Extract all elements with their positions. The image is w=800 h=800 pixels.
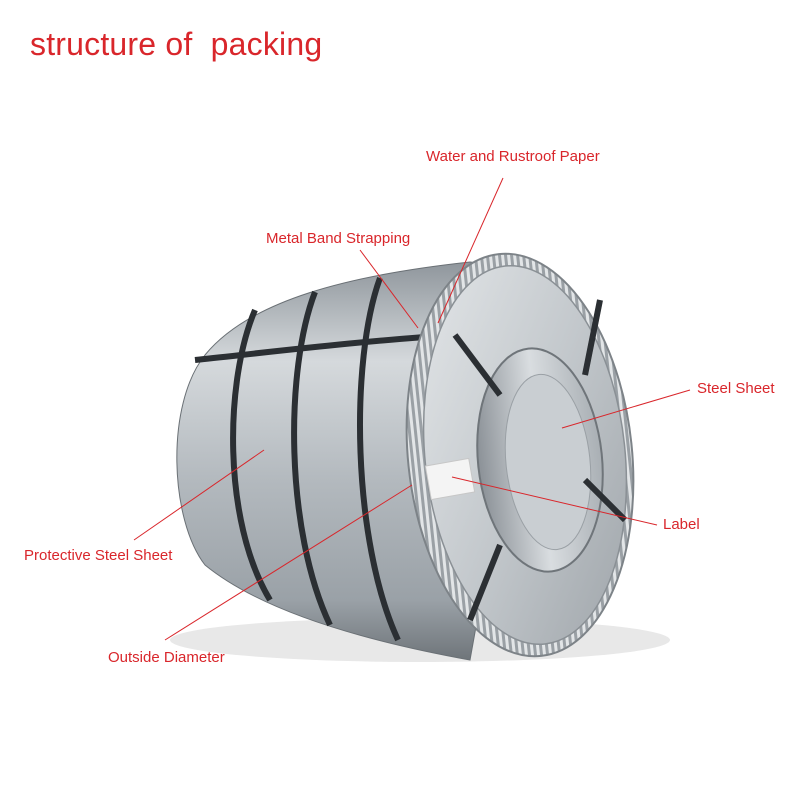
leader-label	[451, 476, 658, 526]
callout-steel-sheet: Steel Sheet	[697, 380, 775, 397]
callout-label: Label	[663, 516, 700, 533]
leader-water-paper	[437, 177, 504, 324]
callout-water-rustroof-paper: Water and Rustroof Paper	[426, 148, 600, 165]
label-sticker	[424, 457, 476, 501]
metal-band-strap	[357, 276, 401, 642]
leader-protective-sheet	[133, 449, 265, 541]
metal-band-strap	[452, 333, 503, 397]
metal-band-strap	[582, 477, 628, 523]
diagram-title: structure of packing	[30, 26, 323, 62]
steel-sheet-inner	[504, 373, 592, 551]
leader-steel-sheet	[561, 389, 691, 429]
leader-lines	[133, 177, 691, 641]
callout-protective-steel-sheet: Protective Steel Sheet	[24, 547, 173, 564]
metal-band-strap	[230, 308, 273, 602]
callout-outside-diameter: Outside Diameter	[108, 649, 225, 666]
callout-metal-band-strapping: Metal Band Strapping	[266, 230, 411, 247]
metal-band-strap	[582, 299, 603, 376]
leader-outside-diameter	[164, 484, 413, 641]
metal-band-strap	[291, 290, 333, 627]
metal-band-strap	[467, 543, 503, 622]
leader-metal-band	[359, 249, 419, 329]
